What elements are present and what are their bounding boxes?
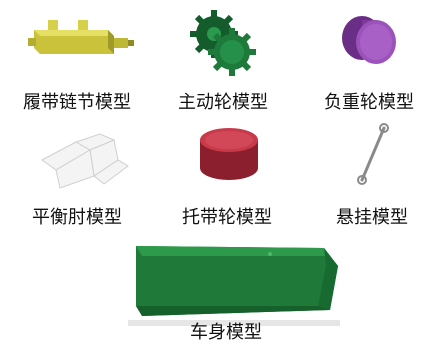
drive-wheel-label: 主动轮模型: [178, 92, 268, 113]
vehicle-body-icon: [136, 246, 338, 316]
balance-arm-icon: [41, 133, 129, 189]
track-link-icon: [28, 20, 134, 54]
idler-wheel-label: 托带轮模型: [182, 207, 272, 228]
suspension-link-icon: [357, 123, 389, 185]
balance-arm-label: 平衡肘模型: [32, 207, 122, 228]
idler-wheel-icon: [200, 128, 258, 180]
drive-sprocket-icon: [190, 10, 256, 76]
track-link-label: 履带链节模型: [23, 92, 131, 113]
suspension-label: 悬挂模型: [336, 207, 408, 228]
road-wheel-icon: [342, 16, 396, 64]
ground-shadow: [128, 320, 340, 326]
body-label: 车身模型: [190, 322, 262, 343]
road-wheel-label: 负重轮模型: [324, 92, 414, 113]
